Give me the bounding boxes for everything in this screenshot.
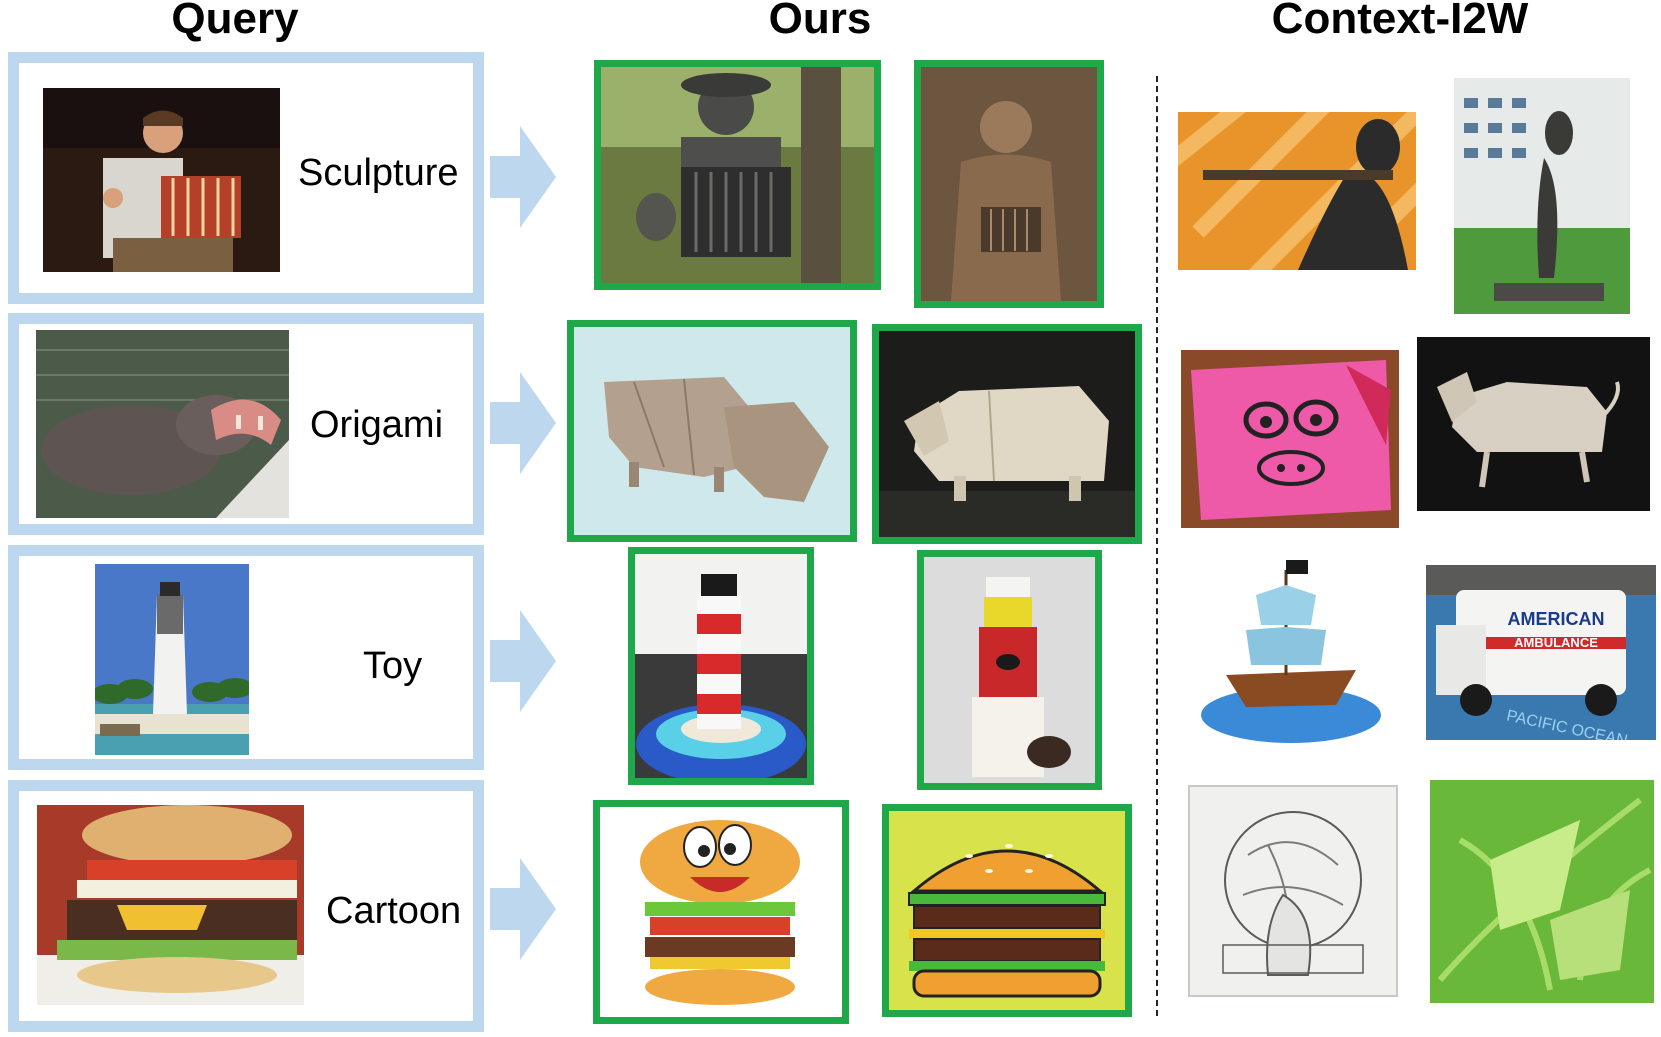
- ours-column-heading: Ours: [768, 0, 872, 43]
- baseline-column-heading: Context-I2W: [1271, 0, 1529, 43]
- baseline-result-image: [1178, 112, 1416, 270]
- query-image-lighthouse: [95, 564, 249, 755]
- ours-result-image: [628, 547, 814, 785]
- style-label-cartoon: Cartoon: [326, 890, 462, 932]
- style-label-origami: Origami: [310, 404, 444, 446]
- ours-result-image: [882, 804, 1132, 1017]
- query-image-hippopotamus: [36, 330, 289, 518]
- query-image-hamburger: [37, 805, 304, 1005]
- baseline-result-image: [1454, 78, 1630, 314]
- column-divider: [1156, 76, 1158, 1016]
- query-column-heading: Query: [171, 0, 299, 43]
- ours-result-image: [567, 320, 857, 542]
- style-label-toy: Toy: [363, 645, 423, 687]
- baseline-result-image: [1417, 337, 1650, 511]
- baseline-result-image: [1430, 780, 1654, 1003]
- ours-result-image: [917, 550, 1102, 790]
- ours-result-image: [872, 324, 1142, 544]
- query-to-result-arrow: [490, 372, 556, 474]
- query-to-result-arrow: [490, 126, 556, 228]
- ambulance-text-american: AMERICAN: [1508, 609, 1605, 629]
- ours-result-image: [594, 60, 881, 290]
- ambulance-text-ambulance: AMBULANCE: [1514, 635, 1598, 650]
- baseline-result-image: [1186, 555, 1390, 753]
- ours-result-image: [593, 800, 849, 1024]
- query-to-result-arrow: [490, 610, 556, 712]
- ours-result-image: [914, 60, 1104, 308]
- query-to-result-arrow: [490, 858, 556, 960]
- baseline-result-image: AMERICAN AMBULANCE PACIFIC OCEAN: [1426, 565, 1656, 740]
- style-label-sculpture: Sculpture: [298, 152, 459, 194]
- query-image-accordion-player: [43, 88, 280, 272]
- baseline-result-image: [1181, 350, 1399, 528]
- baseline-result-image: [1188, 785, 1398, 997]
